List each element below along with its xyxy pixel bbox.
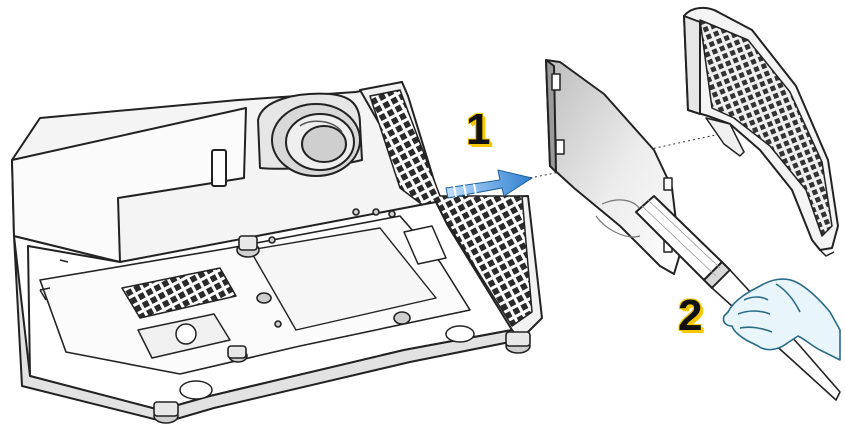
step-number-1: 1 <box>466 105 491 154</box>
step-number-2: 2 <box>678 291 703 340</box>
direction-arrow-icon <box>445 169 534 199</box>
dust-filter-illustration <box>683 6 839 257</box>
projector-underside-illustration <box>11 81 543 424</box>
hand-icon <box>722 278 841 361</box>
filter-cover-illustration <box>545 59 681 275</box>
